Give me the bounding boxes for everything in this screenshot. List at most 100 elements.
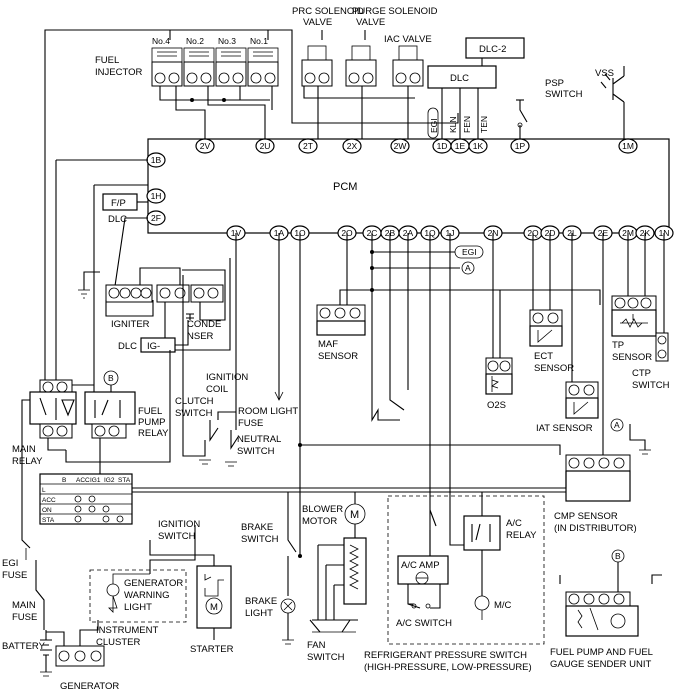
wire-main-fuse (35, 560, 45, 630)
dlc2-box: DLC-2 (465, 37, 525, 59)
gen-warning-label-3: LIGHT (124, 602, 152, 613)
wire-igniter-frame (105, 300, 154, 317)
condenser: CONDE NSER (156, 269, 226, 342)
ignition-coil-label-2: COIL (206, 384, 228, 395)
wire-inj-2v (175, 86, 206, 139)
fuel-pump-relay-label-1: FUEL (138, 406, 162, 417)
egi-connector-label: EGI (462, 247, 477, 257)
ac-switch-label: A/C SWITCH (396, 618, 452, 629)
dlc-ig-label: IG- (147, 341, 160, 352)
ignition-coil-label-1: IGNITION (206, 372, 248, 383)
maf-label-2: SENSOR (318, 351, 358, 362)
o2s-label: O2S (487, 400, 506, 411)
brake-switch-label-2: SWITCH (241, 534, 279, 545)
fp-dlc-label: DLC (108, 214, 127, 225)
generator-warning-light-icon (106, 583, 120, 597)
main-fuse-label-1: MAIN (12, 600, 36, 611)
blower-motor: BLOWER MOTOR M (302, 492, 366, 540)
o2s-sensor: O2S (485, 357, 513, 411)
ac-relay-label-1: A/C (506, 518, 522, 529)
wire-gen-cluster (79, 620, 99, 646)
wire-fpr-loop (65, 350, 171, 463)
cmp-sensor: CMP SENSOR (IN DISTRIBUTOR) (554, 454, 637, 534)
purge-coil-icon (351, 45, 371, 61)
pcm-pin-1k: 1K (468, 138, 488, 154)
pcm-pin-2x-label: 2X (347, 141, 358, 151)
wire-relay-bot (47, 438, 66, 451)
ign-row-sta: STA (42, 517, 55, 524)
wire-egi-fuse (21, 470, 31, 549)
wire-ign-coil (139, 267, 181, 285)
ctp-switch: CTP SWITCH (632, 332, 670, 391)
pcm-pin-2f-label: 2F (151, 213, 161, 223)
dlc-kln: KLN (448, 116, 458, 133)
injector-no4-label: No.4 (152, 36, 170, 46)
ign-row-on: ON (42, 507, 52, 514)
iac-valve: IAC VALVE (384, 34, 432, 87)
neutral-switch-label-1: NEUTRAL (237, 434, 281, 445)
a-connector-1: A (461, 261, 475, 275)
injector-3 (215, 47, 247, 87)
wire-starter (149, 540, 215, 566)
instrument-cluster-label-1: INSTRUMENT (96, 625, 158, 636)
fuel-pump-label-2: GAUGE SENDER UNIT (550, 659, 652, 670)
main-relay: MAIN RELAY (12, 379, 77, 467)
fuel-pump-relay-label-3: RELAY (138, 428, 169, 439)
battery-label: BATTERY (2, 641, 46, 652)
purge-solenoid-valve: PURGE SOLENOID VALVE (345, 6, 438, 87)
dlc-ig-dlc-label: DLC (118, 341, 137, 352)
ignition-switch-label-1: IGNITION (158, 519, 200, 530)
pcm-pin-1p: 1P (510, 138, 530, 154)
pcm-pin-2t: 2T (298, 138, 318, 154)
fuel-injector-label-2: INJECTOR (95, 67, 142, 78)
dlc-label: DLC (450, 73, 469, 84)
dlc-fen: FEN (462, 116, 472, 133)
injector-4 (247, 47, 279, 87)
fan-switch-label-1: FAN (307, 640, 326, 651)
wire-batt-gen (46, 631, 65, 646)
wire-solenoid-bus (303, 86, 415, 99)
wire-1j (449, 233, 480, 546)
iac-coil-icon (398, 45, 418, 61)
dlc2-label: DLC-2 (479, 44, 506, 55)
wire-2c (371, 233, 400, 422)
ctp-label-2: SWITCH (632, 380, 670, 391)
brake-switch: BRAKE SWITCH (241, 492, 297, 596)
pcm-pin-1m-label: 1M (622, 141, 634, 151)
egi-fuse-label-2: FUSE (2, 570, 27, 581)
room-light-fuse: ROOM LIGHT FUSE NEUTRAL SWITCH (225, 406, 298, 467)
igniter-label: IGNITER (111, 319, 150, 330)
pcm-pin-2x: 2X (342, 138, 362, 154)
wire-cluster-ign (149, 525, 196, 574)
fuel-injector-group: FUEL INJECTOR No.4 No.2 No.3 No.1 (95, 36, 279, 87)
clutch-switch-symbol (209, 411, 236, 442)
pcm-pin-2v-label: 2V (200, 141, 211, 151)
dlc-ig-box: DLC IG- (118, 337, 176, 353)
pcm-pin-2f: 2F (146, 210, 166, 226)
wire-clutch (182, 275, 206, 457)
egi-connector: EGI (454, 245, 484, 259)
wire-inj-bus (159, 86, 270, 101)
egi-fuse-label-1: EGI (2, 558, 18, 569)
connector-b2-label: B (615, 551, 621, 561)
generator-label: GENERATOR (60, 681, 119, 692)
condenser-label-1: CONDE (187, 319, 221, 330)
pcm-pin-1e: 1E (450, 138, 470, 154)
mc-icon (474, 595, 490, 611)
pcm-pin-1d-label: 1D (437, 141, 448, 151)
condenser-label-2: NSER (187, 331, 214, 342)
brake-light: BRAKE LIGHT (245, 596, 296, 645)
blower-label-1: BLOWER (302, 504, 343, 515)
prc-coil-icon (307, 45, 327, 61)
starter: M STARTER (190, 565, 234, 655)
pcm-pin-2u: 2U (255, 138, 275, 154)
wire-relay-left (21, 399, 30, 470)
wire-2f-igniter (114, 217, 148, 287)
fp-label: F/P (111, 198, 126, 209)
psp-label-1: PSP (545, 78, 564, 89)
wire-dlc-ig (175, 320, 189, 346)
maf-sensor: MAF SENSOR (316, 304, 366, 362)
